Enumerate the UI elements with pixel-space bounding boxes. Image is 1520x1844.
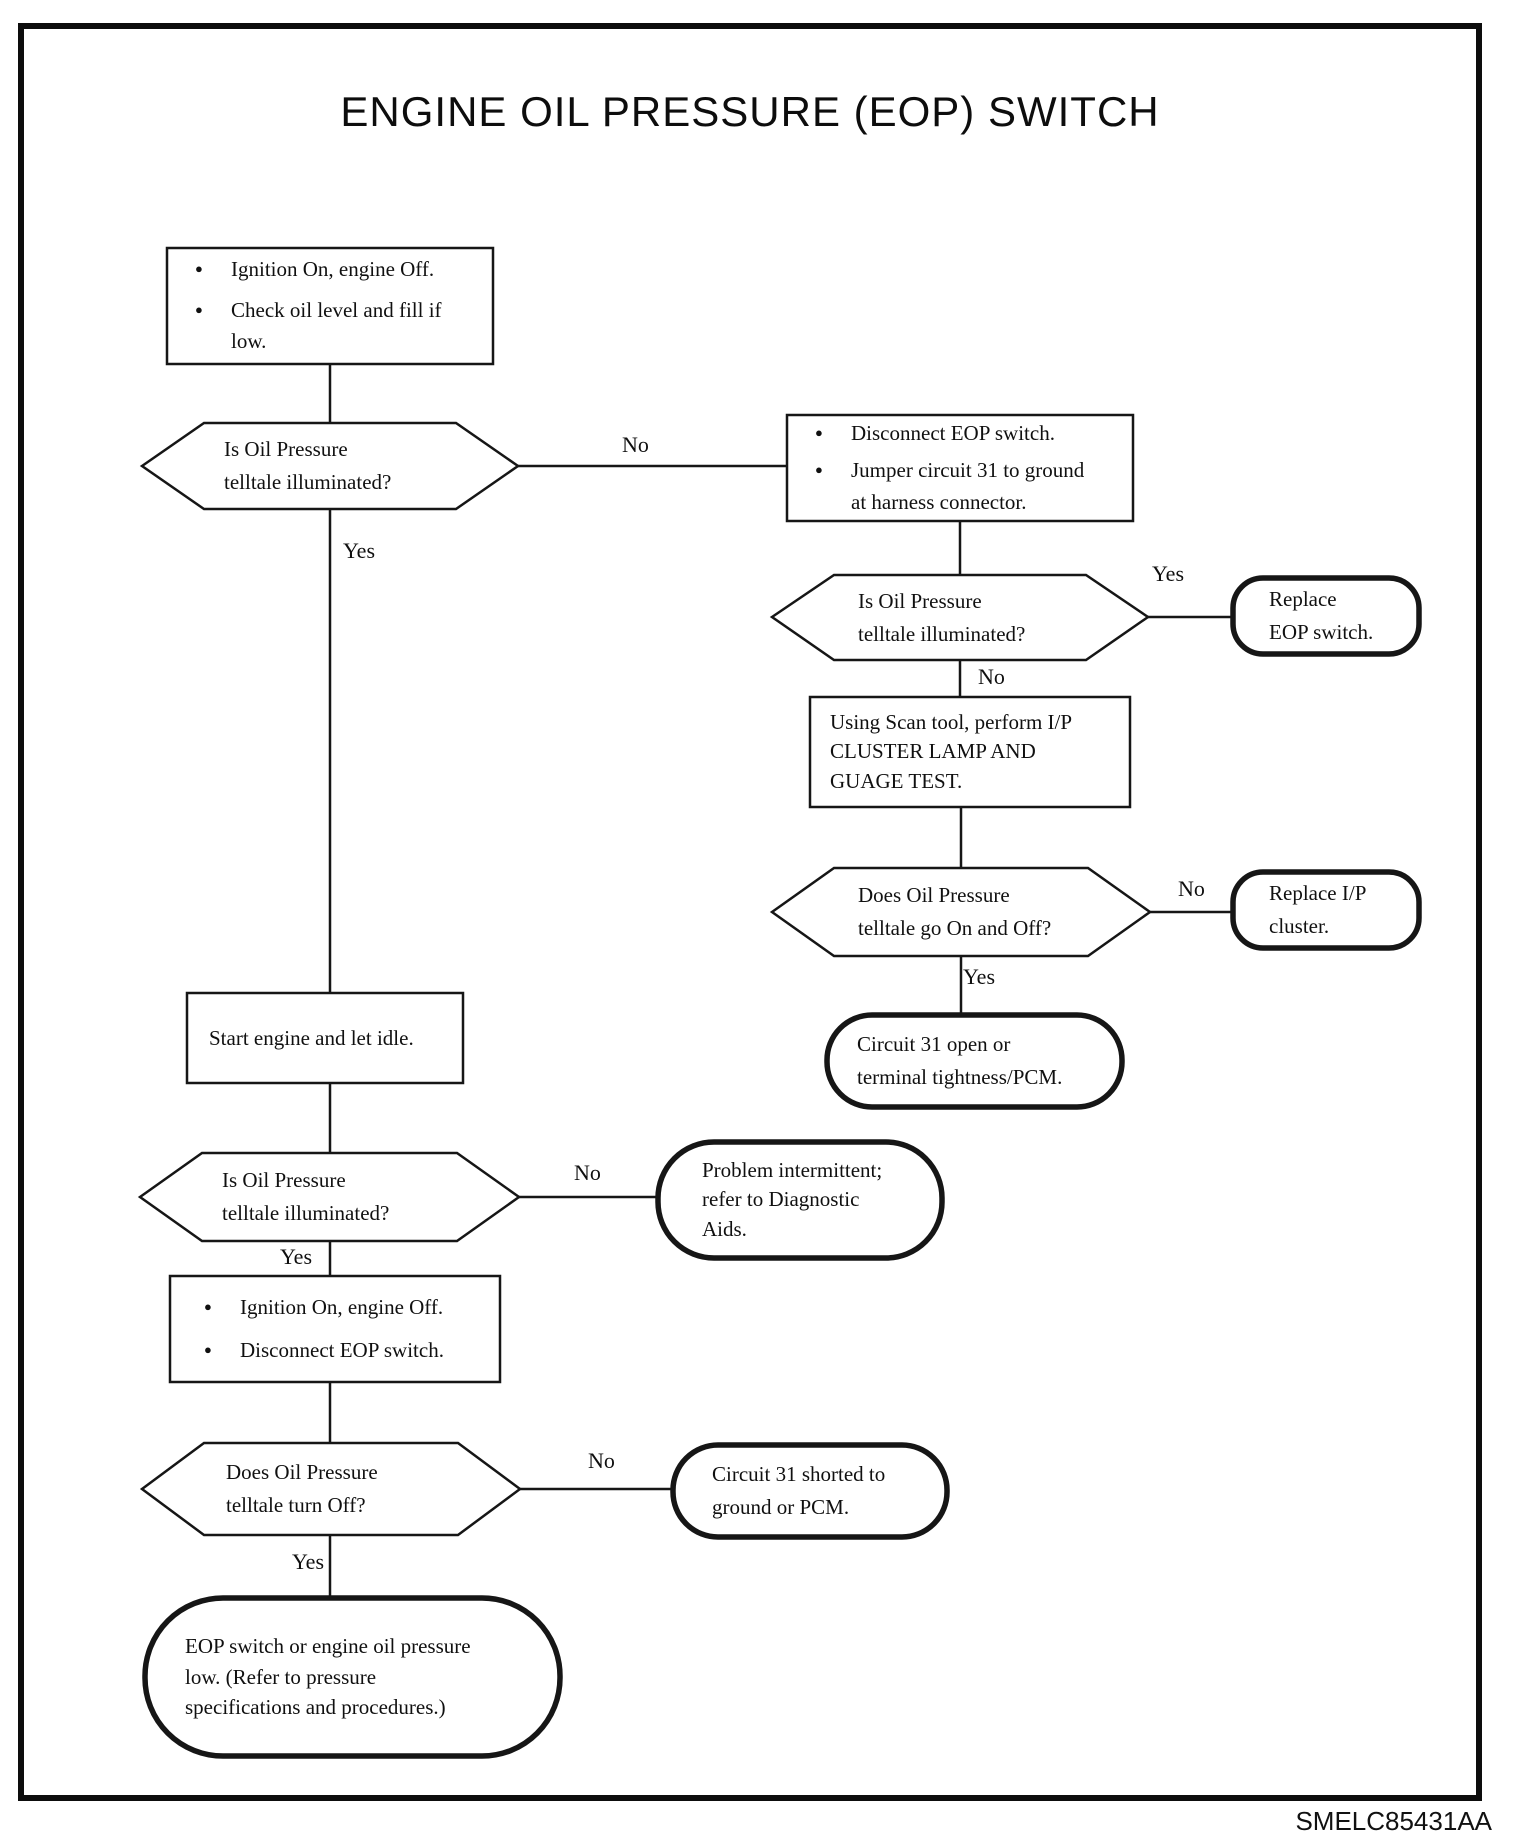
label-no-1: No [622,432,649,457]
step-ignition-disconnect: ● Ignition On, engine Off. ● Disconnect … [170,1276,500,1382]
list-item: ● Ignition On, engine Off. [181,254,487,286]
bullet-icon: ● [195,301,203,317]
list-item: ● Disconnect EOP switch. [190,1335,496,1367]
decision-telltale-on-off: Does Oil Pressure telltale go On and Off… [858,883,1052,940]
terminal-replace-eop-shape [1230,575,1422,657]
label-yes-4: Yes [280,1244,313,1269]
label-no-3: No [1178,876,1205,901]
bullet-icon: ● [815,424,823,440]
label-no-2: No [978,664,1005,689]
terminal-circuit-shorted: Circuit 31 shorted to ground or PCM. [712,1462,886,1519]
terminal-circuit-open: Circuit 31 open or terminal tightness/PC… [857,1032,1063,1089]
step-start-engine-shape [185,991,465,1085]
decision-telltale-illuminated-3: Is Oil Pressure telltale illuminated? [222,1168,390,1225]
step-prep-shape [165,246,495,366]
bullet-icon: ● [815,462,823,478]
list-item: ● Disconnect EOP switch. [801,418,1129,450]
decision-telltale-turn-off: Does Oil Pressure telltale turn Off? [226,1460,378,1517]
list-item: ● Jumper circuit 31 to ground at harness… [801,455,1129,518]
page-frame [18,23,1482,1801]
step-scan-tool-shape [808,695,1132,809]
step-scan-tool: Using Scan tool, perform I/P CLUSTER LAM… [830,709,1073,793]
label-yes-3: Yes [963,964,996,989]
bullet-icon: ● [195,261,203,277]
terminal-replace-eop: Replace EOP switch. [1269,587,1374,644]
step-start-engine: Start engine and let idle. [209,1025,414,1050]
step-ignition-disconnect-shape [168,1274,502,1384]
step-disconnect-jumper: ● Disconnect EOP switch. ● Jumper circui… [787,415,1133,521]
figure-code: SMELC85431AA [1295,1806,1492,1836]
list-item: ● Check oil level and fill if low. [181,295,487,358]
label-yes-5: Yes [292,1549,325,1574]
list-item: ● Ignition On, engine Off. [190,1292,496,1324]
bullet-icon: ● [204,1298,212,1314]
decision-5-shape [139,1441,523,1537]
decision-telltale-illuminated-2: Is Oil Pressure telltale illuminated? [858,588,1026,646]
step-disconnect-jumper-shape [785,413,1135,523]
terminal-eop-low: EOP switch or engine oil pressure low. (… [185,1634,471,1720]
label-yes-1: Yes [343,538,376,563]
label-yes-2: Yes [1152,561,1185,586]
decision-2-shape [769,573,1151,662]
decision-telltale-illuminated-1: Is Oil Pressure telltale illuminated? [224,437,392,494]
step-prep: ● Ignition On, engine Off. ● Check oil l… [167,248,493,364]
terminal-eop-low-shape [142,1595,563,1759]
terminal-circuit-open-shape [824,1012,1125,1110]
terminal-replace-ip-cluster: Replace I/P cluster. [1269,881,1367,938]
terminal-replace-ip-shape [1230,869,1422,951]
decision-1-shape [139,421,521,511]
bullet-icon: ● [204,1342,212,1357]
terminal-circuit-shorted-shape [670,1442,950,1540]
decision-4-shape [137,1151,522,1243]
terminal-intermittent-shape [655,1139,945,1261]
terminal-intermittent: Problem intermittent; refer to Diagnosti… [702,1157,883,1241]
label-no-4: No [574,1160,601,1185]
label-no-5: No [588,1448,615,1473]
page-title: ENGINE OIL PRESSURE (EOP) SWITCH [340,88,1160,135]
decision-3-shape [769,866,1153,958]
